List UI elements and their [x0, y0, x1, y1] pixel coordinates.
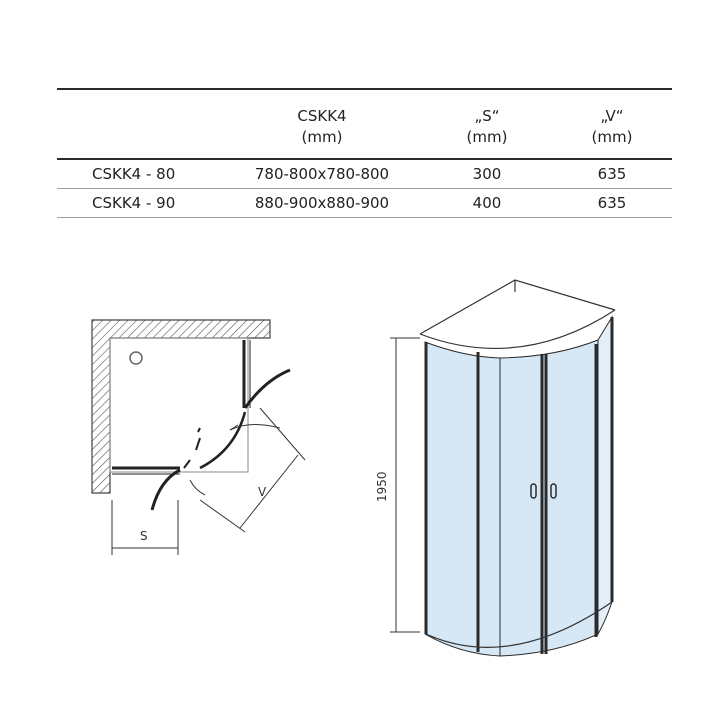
cell-model: CSKK4 - 90 [92, 194, 176, 212]
dimension-height-label: 1950 [375, 471, 389, 502]
curved-doors [150, 368, 291, 511]
door-handles [530, 483, 557, 499]
table-header-row: CSKK4 (mm) „S“ (mm) „V“ (mm) [57, 89, 672, 159]
header-cell-size: CSKK4 (mm) [297, 107, 347, 146]
header-cell-v: „V“ (mm) [591, 107, 633, 146]
shower-tray [109, 337, 249, 473]
shower-cabin-drawing: 1950 [375, 279, 616, 657]
cell-s: 300 [472, 165, 502, 183]
dimension-s-label: S [140, 529, 148, 543]
fixed-panel-bottom [112, 466, 180, 475]
fixed-panel-right [242, 340, 251, 408]
cell-size: 780-800x780-800 [254, 165, 390, 183]
table-row: CSKK4 - 90 880-900x880-900 400 635 [57, 189, 672, 218]
frame-profiles [424, 317, 614, 654]
glass-panels [424, 315, 613, 657]
cell-model: CSKK4 - 80 [92, 165, 176, 183]
header-cell-model [57, 89, 222, 159]
swing-arrows [189, 424, 281, 496]
cell-v: 635 [597, 165, 627, 183]
cell-v: 635 [597, 194, 627, 212]
header-cell-s: „S“ (mm) [466, 107, 508, 146]
cell-s: 400 [472, 194, 502, 212]
drain-circle [129, 351, 143, 365]
cabin-bottom [425, 601, 613, 648]
cell-size: 880-900x880-900 [254, 194, 390, 212]
spec-table: CSKK4 (mm) „S“ (mm) „V“ (mm) CSKK4 - 80 … [57, 88, 672, 218]
plan-view-drawing: V S [91, 319, 306, 555]
dimension-v-label: V [258, 485, 267, 499]
dimension-s [111, 500, 179, 555]
table-row: CSKK4 - 80 780-800x780-800 300 635 [57, 159, 672, 189]
dimension-v [199, 407, 306, 533]
dimension-height [390, 337, 420, 633]
cabin-top [419, 279, 616, 349]
